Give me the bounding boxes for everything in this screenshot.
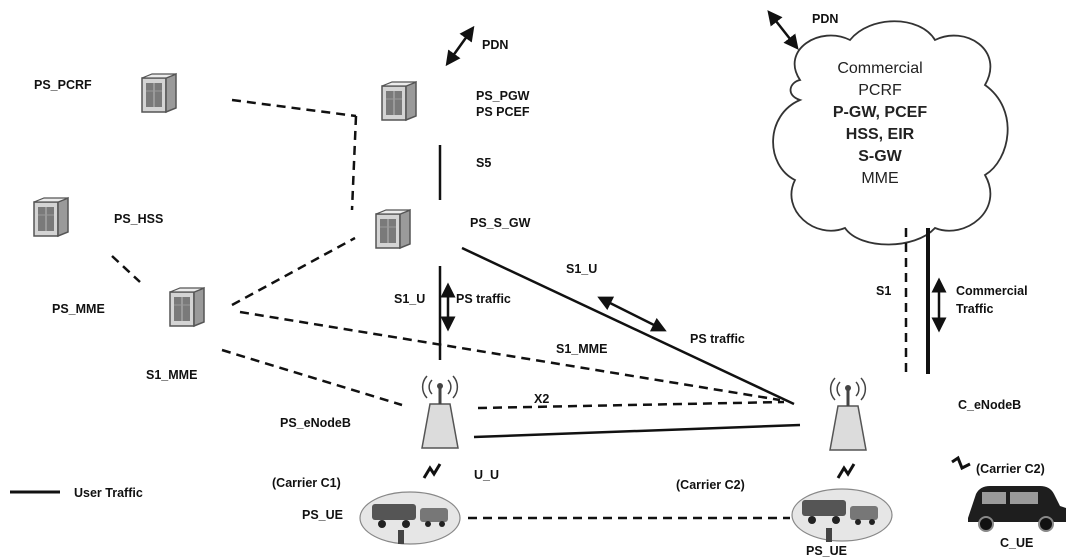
ps-pcrf-label: PS_PCRF [34,78,92,92]
pdn-left-label: PDN [482,38,509,52]
ps-sgw-server-icon [375,209,411,249]
ps-enodeb-label: PS_eNodeB [280,416,351,430]
radio-squiggle-c1-icon [422,463,442,479]
enodeb-c-enodeb-uu [473,423,801,439]
radio-links [422,455,971,479]
carrier-c1-label: (Carrier C1) [272,476,341,490]
carrier-c2-right-label: (Carrier C2) [976,462,1045,476]
x2-label: X2 [534,392,550,406]
sgw-c-enodeb-s1u [461,246,795,406]
mme-c-enodeb-link [239,310,781,402]
ps-pcef-label: PS PCEF [476,105,530,119]
ps-enodeb-tower-icon [420,374,460,450]
ps-mme-server-icon [169,287,205,327]
cloud-line-pgw-pcef: P-GW, PCEF [832,104,928,121]
s1-right-label: S1 [876,284,892,298]
pdn-left-arrow [445,25,475,67]
radio-squiggle-c-ue-icon [951,455,971,471]
carrier-c2-middle-label: (Carrier C2) [676,478,745,492]
ps-s-gw-label: PS_S_GW [470,216,531,230]
cloud-line-commercial: Commercial [837,60,923,77]
mme-enodeb-link [221,348,403,407]
ps-traffic-diagonal-arrow [597,296,667,332]
u-u-label: U_U [474,468,500,482]
c-enodeb-tower-icon [828,376,868,452]
c-enodeb-label: C_eNodeB [958,398,1022,412]
mme-sgw-link [231,236,356,307]
ps-ue-label: PS_UE [302,508,343,522]
control-links [111,98,908,520]
pcrf-pgw-link-a [231,98,357,118]
pdn-right-label: PDN [812,12,839,26]
cloud-line-s-gw: S-GW [858,148,902,165]
ps-ue2-devices-icon [791,488,893,542]
ps-pgw-label: PS_PGW [476,89,530,103]
ps-ue2-label: PS_UE [806,544,847,558]
ps-pcrf-server-icon [141,73,177,113]
commercial-traffic-label-1: Commercial [956,284,1028,298]
ps-traffic-diagonal-label: PS traffic [690,332,745,346]
x2-link [477,400,785,410]
commercial-traffic-label-2: Traffic [956,302,994,316]
legend-user-traffic-label: User Traffic [74,486,143,500]
ps-hss-server-icon [33,197,69,237]
traffic-arrows [440,10,947,333]
ps-pgw-server-icon [381,81,417,121]
s1-mme-center-label: S1_MME [556,342,608,356]
commercial-cloud [772,20,1009,246]
cloud-text-block: Commercial PCRF P-GW, PCEF HSS, EIR S-GW… [800,58,960,190]
ps-traffic-vertical-label: PS traffic [456,292,511,306]
s1-u-diagonal-label: S1_U [566,262,598,276]
ps-hss-label: PS_HSS [114,212,164,226]
ps-ue-devices-icon [359,491,461,545]
cloud-line-hss-eir: HSS, EIR [845,126,915,143]
cloud-line-pcrf: PCRF [858,82,902,99]
c-ue-label: C_UE [1000,536,1034,550]
c-ue-car-icon [968,486,1066,532]
cloud-line-mme: MME [861,170,899,187]
radio-squiggle-c2-icon [836,463,856,479]
hss-mme-link [111,255,141,283]
ps-mme-label: PS_MME [52,302,105,316]
s5-label: S5 [476,156,492,170]
s1-u-vertical-label: S1_U [394,292,426,306]
pcrf-pgw-link-b [350,115,358,211]
pdn-right-arrow [767,10,799,50]
s1-mme-left-label: S1_MME [146,368,198,382]
user-traffic-links [10,145,930,494]
